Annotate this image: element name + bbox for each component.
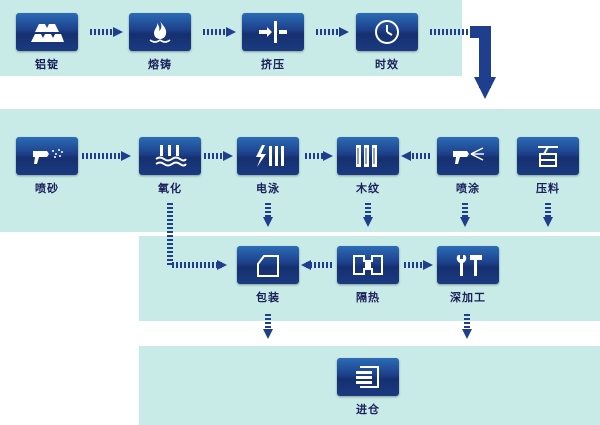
step-sandblasting: 喷砂 [16,137,78,195]
sand-gun-icon [33,149,63,164]
step-box [337,137,399,175]
package-icon [257,255,279,277]
wood-panels-icon [356,145,377,167]
step-warehouse: 进仓 [337,358,399,416]
step-label: 氧化 [158,182,182,195]
glyph-icon [538,146,558,167]
step-label: 电泳 [256,182,280,195]
step-box [16,137,78,175]
extrusion-press-icon [259,21,287,43]
ingot-stack-icon [31,24,64,42]
step-label: 隔热 [356,291,380,304]
step-packing: 包装 [237,246,299,304]
step-melting: 熔铸 [129,13,191,71]
arrow-aging-bend [470,26,496,99]
step-aging: 时效 [356,13,418,71]
electro-bars-icon [256,145,284,167]
step-box [237,246,299,284]
step-spray-coating: 喷涂 [437,137,499,195]
spray-gun-icon [453,147,484,164]
arrow-anodize-to-packing [167,203,227,270]
step-label: 喷涂 [456,182,480,195]
bath-waves-icon [155,145,187,167]
step-box [437,137,499,175]
step-box [337,358,399,396]
step-thermal-break: 隔热 [337,246,399,304]
step-label: 铝锭 [35,58,59,71]
step-extrusion: 挤压 [242,13,304,71]
step-aluminum-ingot: 铝锭 [16,13,78,71]
stage-band-surface [0,109,600,232]
step-label: 挤压 [261,58,285,71]
step-box [237,137,299,175]
step-box [242,13,304,51]
flame-icon [149,21,171,43]
step-machining: 深加工 [437,246,499,304]
warehouse-icon [356,366,379,388]
step-wood-grain: 木纹 [337,137,399,195]
step-anodizing: 氧化 [139,137,201,195]
step-box [139,137,201,175]
step-label: 木纹 [356,182,380,195]
step-box [16,13,78,51]
step-label: 包装 [256,291,280,304]
tools-icon [456,255,482,276]
step-label: 时效 [375,58,399,71]
step-label: 压料 [536,182,560,195]
step-electrophoresis: 电泳 [237,137,299,195]
thermal-profile-icon [353,255,383,275]
step-plastic: 压料 [517,137,579,195]
step-label: 喷砂 [35,182,59,195]
step-label: 深加工 [450,291,486,304]
step-box [437,246,499,284]
step-label: 进仓 [356,403,380,416]
step-box [337,246,399,284]
step-box [517,137,579,175]
clock-icon [375,20,399,44]
step-box [356,13,418,51]
step-label: 熔铸 [148,58,172,71]
step-box [129,13,191,51]
